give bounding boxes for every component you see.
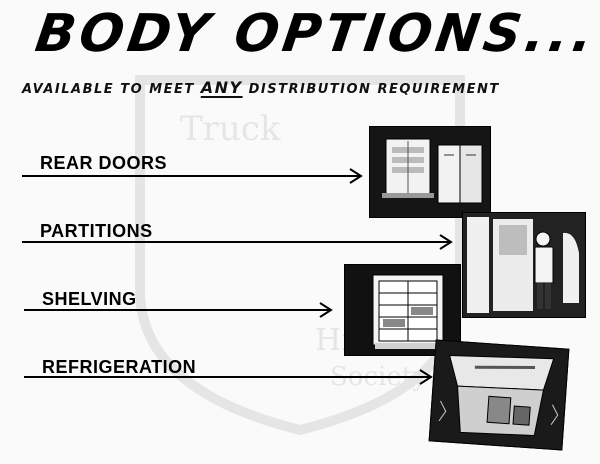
subtitle-lead: AVAILABLE TO MEET <box>22 82 201 97</box>
arrow-refrigeration <box>24 369 433 385</box>
subtitle-emphasis: ANY <box>200 78 243 97</box>
option-label-shelving: SHELVING <box>42 289 137 309</box>
refrigeration-illustration <box>428 339 570 451</box>
page-subtitle: AVAILABLE TO MEET ANY DISTRIBUTION REQUI… <box>22 78 500 97</box>
arrow-partitions <box>22 234 453 250</box>
option-label-rear-doors: REAR DOORS <box>40 153 168 173</box>
subtitle-tail: DISTRIBUTION REQUIREMENT <box>242 82 500 97</box>
page-title: BODY OPTIONS... <box>31 4 600 64</box>
option-label-refrigeration: REFRIGERATION <box>42 357 197 377</box>
partitions-illustration <box>462 212 586 318</box>
option-label-partitions: PARTITIONS <box>40 221 153 241</box>
arrow-rear-doors <box>22 168 363 184</box>
arrow-shelving <box>24 302 333 318</box>
watermark-text-1: Truck <box>180 109 281 149</box>
rear-doors-illustration <box>369 126 491 218</box>
